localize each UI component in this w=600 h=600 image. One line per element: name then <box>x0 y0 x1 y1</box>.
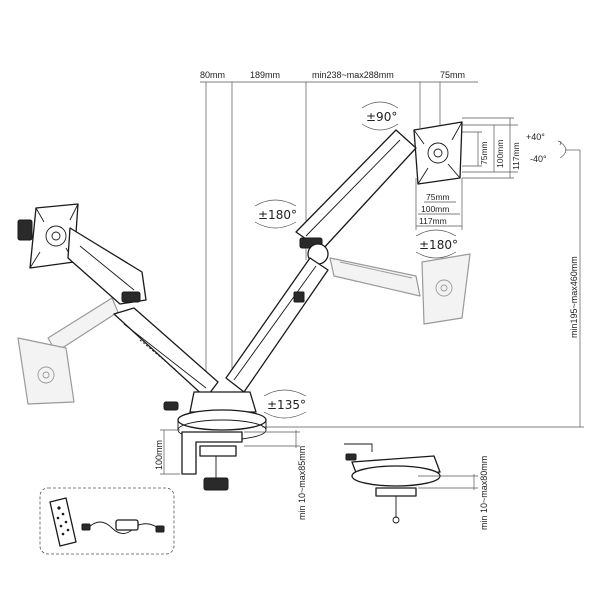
right-vesa-dimension-lines <box>462 117 518 179</box>
base-column <box>163 391 267 441</box>
dim-height-range: min195~max460mm <box>569 256 579 338</box>
ghost-right-arm <box>329 253 471 325</box>
tilt-down-label: -40° <box>530 154 547 164</box>
rotation-left-head: ±180° <box>254 199 297 229</box>
dim-100mm-bottom: 100mm <box>421 204 449 214</box>
clamp-range-dimension <box>244 430 300 448</box>
dim-base-100mm: 100mm <box>154 440 164 470</box>
dim-clamp-range: min 10~max85mm <box>297 446 307 520</box>
tilt-up-label: +40° <box>526 132 545 142</box>
rotation-base: ±135° <box>263 389 307 419</box>
rotation-right-label: ±180° <box>419 238 458 252</box>
remote-control-icon <box>49 497 77 547</box>
ghost-left-arm <box>17 297 119 405</box>
dim-75mm-top: 75mm <box>440 70 465 80</box>
dim-117mm-bottom: 117mm <box>419 216 447 226</box>
grommet-mount <box>344 443 441 524</box>
c-clamp <box>181 431 243 491</box>
rotation-right-head: ±180° <box>415 229 458 259</box>
base-height-dimension <box>160 429 180 475</box>
left-lower-arm <box>113 307 219 399</box>
grommet-range-dimension <box>418 474 478 490</box>
rotation-top-swivel: ±90° <box>361 101 399 131</box>
power-cable-icon <box>81 519 165 534</box>
dim-75mm-right: 75mm <box>479 141 489 165</box>
dim-grommet-range: min 10~max80mm <box>479 456 489 530</box>
dim-80mm: 80mm <box>200 70 225 80</box>
rotation-base-label: ±135° <box>267 398 306 412</box>
top-dimension-lines <box>200 81 478 390</box>
rotation-left-label: ±180° <box>258 208 297 222</box>
dim-189mm: 189mm <box>250 70 280 80</box>
left-vesa-plate <box>17 203 79 269</box>
dim-75mm-bottom: 75mm <box>426 192 450 202</box>
right-vesa-plate <box>413 121 463 185</box>
dim-117mm-right: 117mm <box>511 142 521 170</box>
right-lower-arm <box>225 257 329 393</box>
right-upper-arm <box>295 129 417 265</box>
left-upper-arm <box>67 227 147 305</box>
rotation-top-label: ±90° <box>366 110 397 124</box>
bottom-vesa-dimension-lines <box>415 178 463 230</box>
dim-top-range: min238~max288mm <box>312 70 394 80</box>
height-dimension-lines <box>262 149 584 428</box>
tilt-arrow-icon <box>557 140 562 146</box>
dim-100mm-right: 100mm <box>495 140 505 168</box>
